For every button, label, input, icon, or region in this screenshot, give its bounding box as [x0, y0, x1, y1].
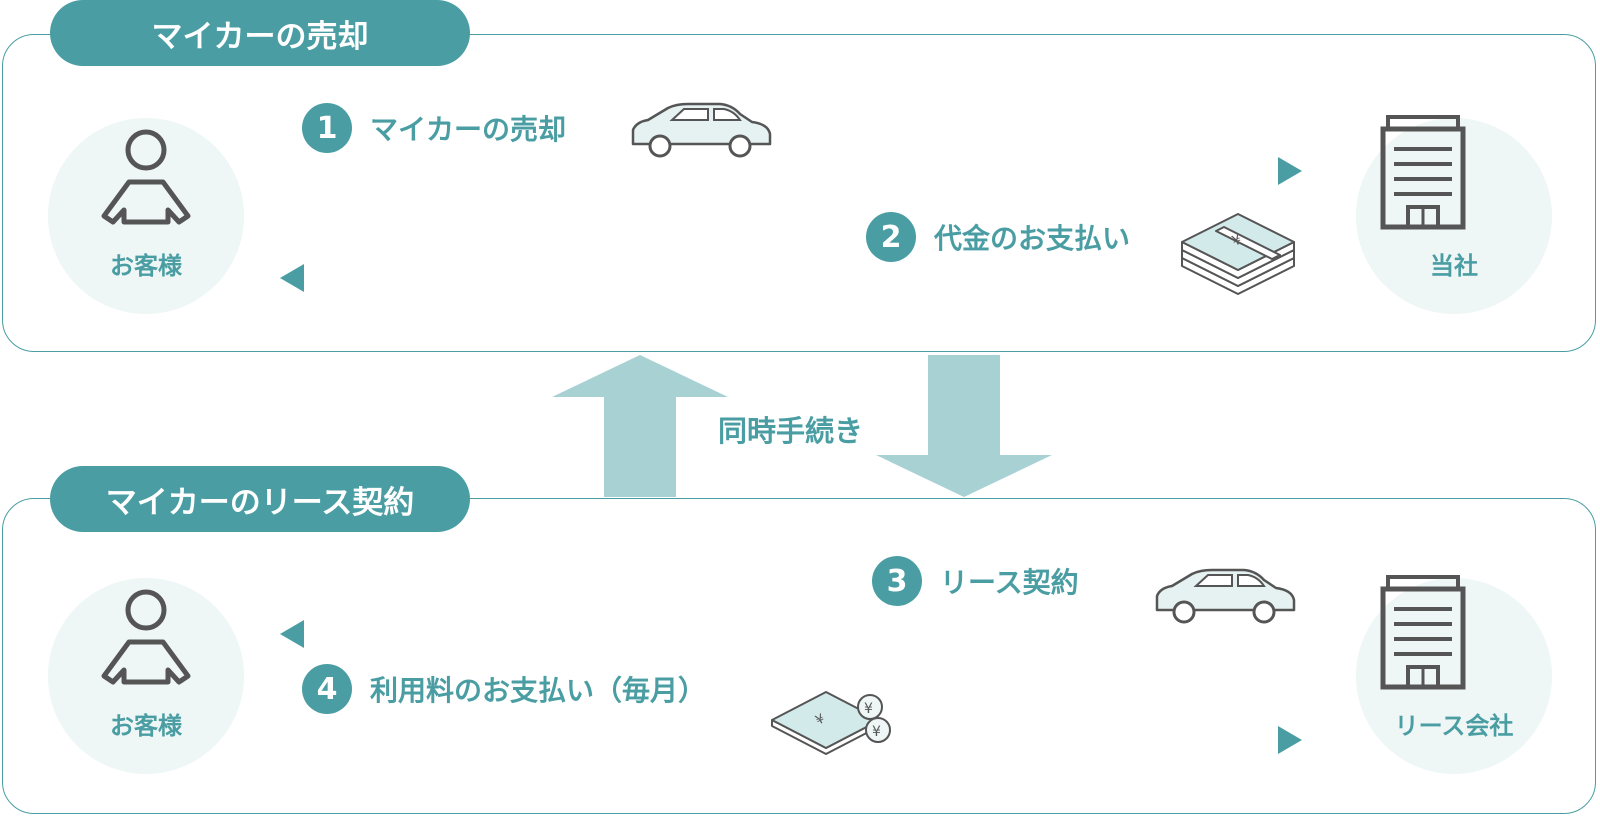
simultaneous-procedure-label: 同時手続き [718, 414, 864, 448]
arrow-step-4 [282, 726, 1302, 754]
step-number-badge: 1 [302, 103, 352, 153]
company-node-lease: リース会社 [1356, 575, 1552, 774]
customer-label: お客様 [110, 712, 182, 740]
lease-section-title: マイカーのリース契約 [50, 466, 470, 532]
step-label: 代金のお支払い [934, 222, 1131, 255]
person-icon [101, 589, 191, 685]
step-2: 2 代金のお支払い [866, 212, 1130, 262]
company-label: 当社 [1430, 252, 1478, 280]
company-node-sale: 当社 [1356, 115, 1552, 314]
customer-node-lease: お客様 [48, 578, 244, 774]
sale-panel [2, 34, 1596, 352]
svg-text:¥: ¥ [864, 701, 873, 717]
step-1: 1 マイカーの売却 [302, 103, 566, 153]
building-icon [1380, 115, 1466, 230]
lease-panel [2, 498, 1596, 814]
company-label: リース会社 [1394, 712, 1514, 740]
car-icon [1155, 568, 1296, 624]
yen-coin-icon: ¥ ¥ [857, 694, 891, 743]
arrow-step-2 [280, 264, 1320, 292]
step-4: 4 利用料のお支払い（毎月） [302, 664, 706, 714]
building-icon [1380, 575, 1466, 690]
step-number-badge: 3 [872, 556, 922, 606]
down-arrow [876, 355, 1052, 497]
step-label: リース契約 [940, 566, 1079, 599]
sale-section-title: マイカーの売却 [50, 0, 470, 66]
step-label: マイカーの売却 [370, 113, 567, 146]
customer-node-sale: お客様 [48, 118, 244, 314]
arrow-step-3 [280, 620, 1320, 648]
step-label: 利用料のお支払い（毎月） [370, 674, 707, 707]
arrow-step-1 [282, 157, 1302, 185]
svg-text:¥: ¥ [872, 724, 881, 740]
step-number-badge: 4 [302, 664, 352, 714]
step-number-badge: 2 [866, 212, 916, 262]
money-bundle-icon: ¥ [1181, 213, 1295, 295]
up-arrow [552, 355, 728, 497]
step-3: 3 リース契約 [872, 556, 1079, 606]
car-icon [631, 102, 772, 158]
customer-label: お客様 [110, 252, 182, 280]
person-icon [101, 129, 191, 225]
